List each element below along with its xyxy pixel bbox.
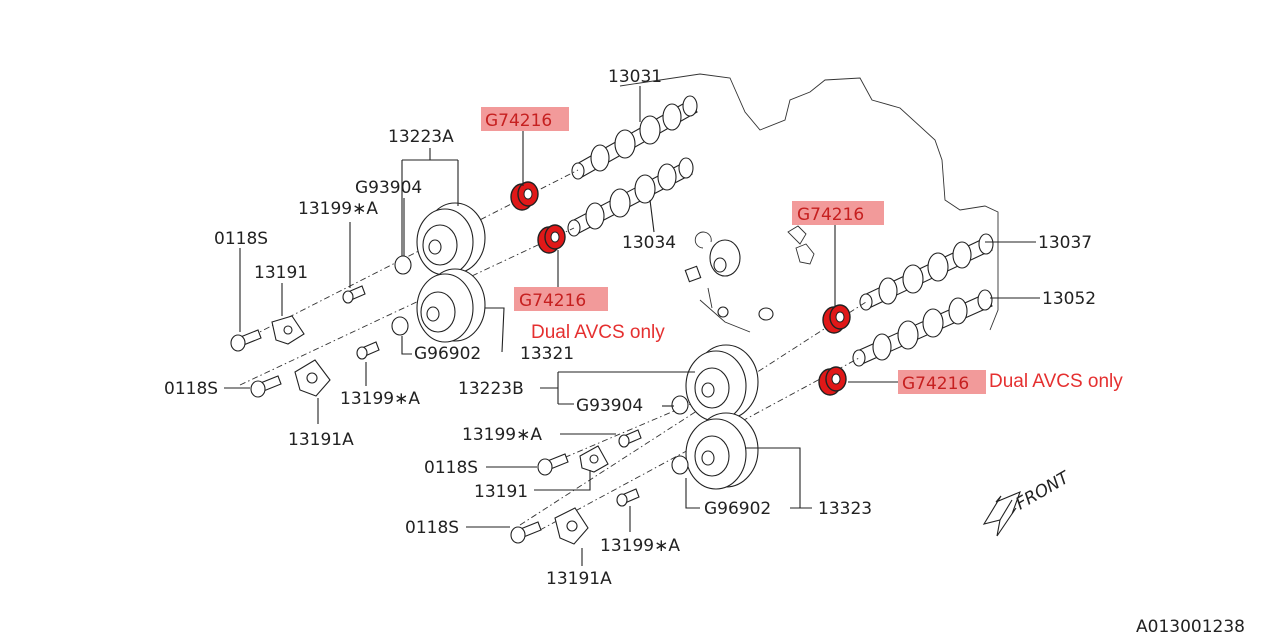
camshaft-13052 [852, 289, 993, 367]
highlight-box-3 [792, 201, 884, 225]
label-13199-a-2: 13199∗A [340, 389, 420, 409]
oring-rh-a [671, 395, 689, 415]
sprocket-13321 [416, 268, 486, 343]
engine-block-outline [619, 73, 999, 331]
label-seal-4: G74216 [902, 374, 969, 394]
screw-rh-lower [510, 521, 542, 544]
label-13323: 13323 [818, 499, 872, 519]
plate-lh-upper [271, 315, 305, 345]
oring-lh-b [391, 316, 409, 336]
note-dual-avcs-1: Dual AVCS only [531, 322, 665, 343]
seal-g74216-3 [822, 304, 851, 334]
sprocket-13223A [416, 202, 486, 276]
label-13191a-lh: 13191A [288, 430, 354, 450]
block-detail-bushing [684, 231, 741, 283]
label-g93904-rh: G93904 [576, 396, 643, 416]
label-13191-lh: 13191 [254, 263, 308, 283]
block-detail-clip [787, 225, 815, 265]
axis-line-rh-bolt [539, 399, 701, 469]
label-g93904-lh: G93904 [355, 178, 422, 198]
plate-rh-lower [554, 507, 589, 545]
label-13031: 13031 [608, 67, 662, 87]
highlight-box-4 [898, 370, 986, 394]
label-front: FRONT [1013, 467, 1075, 514]
sprocket-13223B [685, 344, 759, 422]
screw-lh-upper [230, 329, 262, 352]
leader-lines [224, 86, 1040, 566]
seal-g74216-1 [510, 181, 539, 211]
block-detail-pins [717, 306, 774, 321]
label-13199-a-3: 13199∗A [462, 425, 542, 445]
label-13191a-rh: 13191A [546, 569, 612, 589]
label-13052: 13052 [1042, 289, 1096, 309]
screw-rh-upper [537, 453, 569, 476]
label-0118s-3: 0118S [424, 458, 478, 478]
label-seal-3: G74216 [797, 205, 864, 225]
label-13034: 13034 [622, 233, 676, 253]
label-g96902-lh: G96902 [414, 344, 481, 364]
bolt-lh-lower [356, 341, 380, 360]
label-13321: 13321 [520, 344, 574, 364]
label-13223B: 13223B [458, 379, 524, 399]
label-13199-a-4: 13199∗A [600, 536, 680, 556]
label-g96902-rh: G96902 [704, 499, 771, 519]
oring-rh-b [671, 455, 689, 475]
label-seal-1: G74216 [485, 111, 552, 131]
label-0118s-1: 0118S [214, 229, 268, 249]
bolt-lh-upper [342, 285, 366, 304]
camshaft-13031 [571, 95, 698, 180]
bolt-rh-lower [616, 488, 640, 507]
note-dual-avcs-2: Dual AVCS only [989, 371, 1123, 392]
sprocket-13323 [685, 412, 759, 490]
axis-line-rh-upper [519, 301, 867, 526]
label-13037: 13037 [1038, 233, 1092, 253]
label-13223A: 13223A [388, 127, 454, 147]
engine-block-inner [699, 299, 751, 333]
label-0118s-2: 0118S [164, 379, 218, 399]
plate-rh-upper [579, 445, 609, 473]
axis-line-lh-lower [239, 227, 575, 386]
label-0118s-4: 0118S [405, 518, 459, 538]
label-seal-2: G74216 [519, 291, 586, 311]
oring-lh-a [394, 255, 412, 275]
seal-g74216-4 [818, 366, 847, 396]
highlight-box-1 [481, 107, 569, 131]
diagram-id: A013001238 [1136, 617, 1245, 636]
engine-block-bracket [707, 287, 713, 309]
screw-lh-lower [250, 375, 282, 398]
seal-g74216-2 [537, 224, 566, 254]
camshaft-13034 [567, 157, 694, 237]
front-arrow-icon [982, 491, 1021, 537]
plate-lh-lower [294, 359, 331, 397]
label-13191-rh: 13191 [474, 482, 528, 502]
camshaft-13037 [859, 233, 994, 311]
bolt-rh-upper [618, 429, 642, 448]
label-13199-a-1: 13199∗A [298, 199, 378, 219]
highlight-box-2 [514, 287, 608, 311]
